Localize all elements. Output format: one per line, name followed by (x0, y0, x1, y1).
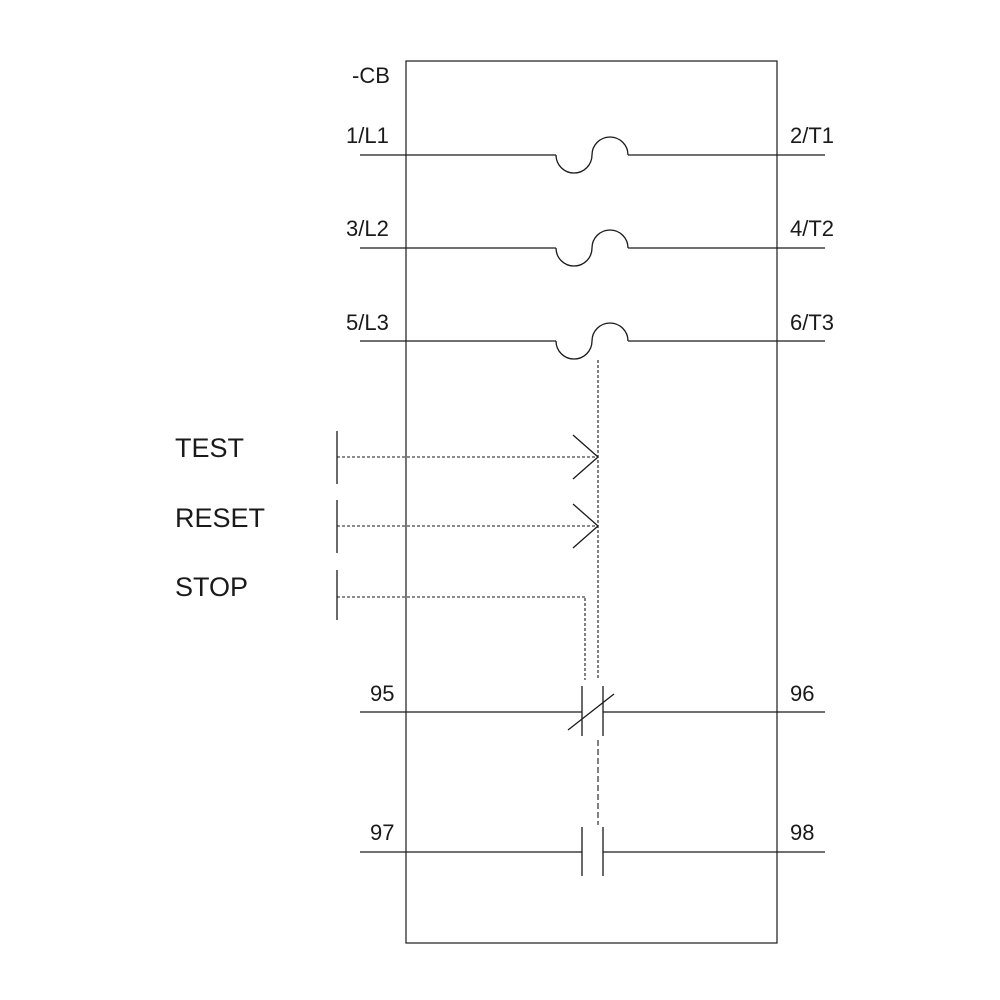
terminal-2-t1: 2/T1 (790, 123, 834, 148)
terminal-98: 98 (790, 820, 814, 845)
test-label: TEST (175, 433, 244, 463)
main-circuit-1: 1/L1 2/T1 (346, 123, 834, 174)
reset-label: RESET (175, 503, 265, 533)
nc-contact-95-96: 95 96 (360, 681, 825, 736)
device-enclosure (405, 60, 778, 944)
stop-operator: STOP (175, 570, 585, 620)
device-designation: -CB (352, 63, 390, 88)
terminal-97: 97 (370, 820, 394, 845)
terminal-3-l2: 3/L2 (346, 216, 389, 241)
terminal-1-l1: 1/L1 (346, 123, 389, 148)
reset-operator: RESET (175, 500, 599, 553)
nc-contact-slash (567, 693, 615, 731)
test-operator: TEST (175, 431, 599, 484)
terminal-6-t3: 6/T3 (790, 310, 834, 335)
stop-label: STOP (175, 572, 248, 602)
thermal-element-3 (555, 322, 629, 360)
main-circuit-3: 5/L3 6/T3 (346, 310, 834, 360)
thermal-element-2 (555, 229, 629, 267)
reset-arrow-icon (572, 503, 599, 549)
main-circuit-2: 3/L2 4/T2 (346, 216, 834, 267)
test-arrow-icon (572, 434, 599, 480)
thermal-element-1 (555, 136, 629, 174)
terminal-4-t2: 4/T2 (790, 216, 834, 241)
no-contact-97-98: 97 98 (360, 820, 825, 876)
terminal-95: 95 (370, 681, 394, 706)
terminal-5-l3: 5/L3 (346, 310, 389, 335)
terminal-96: 96 (790, 681, 814, 706)
